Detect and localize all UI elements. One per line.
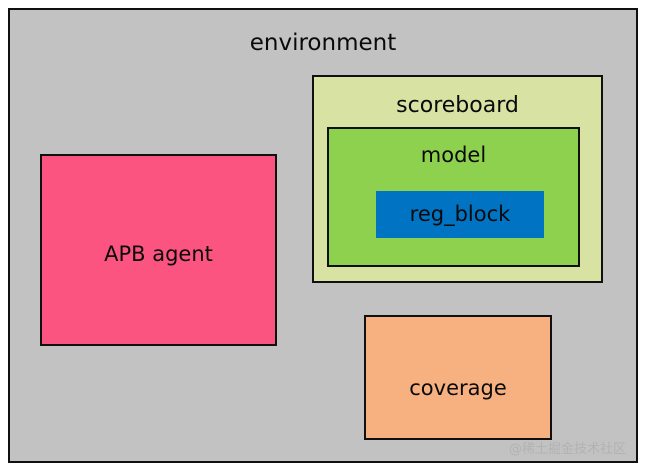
- block-model[interactable]: model reg_block: [327, 127, 580, 267]
- block-label-reg-block: reg_block: [409, 202, 511, 226]
- block-scoreboard[interactable]: scoreboard model reg_block: [312, 75, 603, 283]
- watermark: @稀土掘金技术社区: [508, 442, 626, 457]
- block-reg-block[interactable]: reg_block: [376, 191, 544, 238]
- block-label-environment: environment: [249, 30, 397, 56]
- block-coverage[interactable]: coverage: [364, 315, 552, 440]
- block-label-model: model: [420, 143, 487, 167]
- block-apb-agent[interactable]: APB agent: [40, 154, 277, 346]
- block-label-scoreboard: scoreboard: [396, 93, 519, 118]
- block-label-coverage: coverage: [409, 376, 507, 400]
- block-label-apb-agent: APB agent: [104, 242, 213, 266]
- block-environment[interactable]: environment scoreboard model reg_block A…: [8, 8, 638, 463]
